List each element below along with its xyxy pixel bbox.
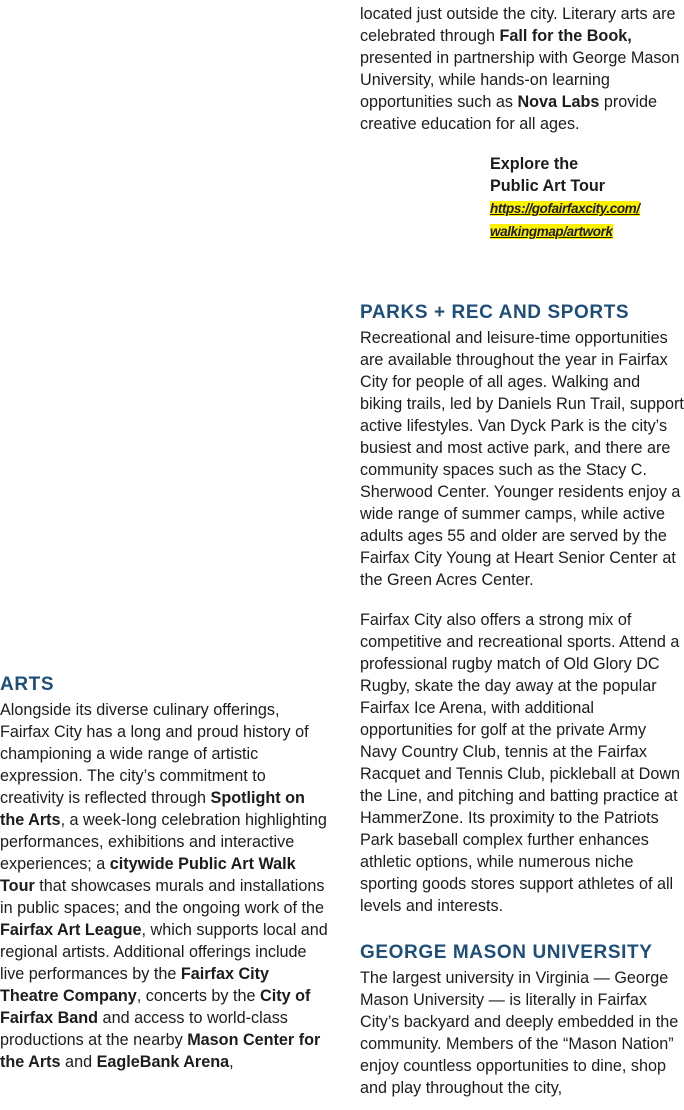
parks-rec-heading: PARKS + REC AND SPORTS — [360, 302, 630, 323]
arts-text: that showcases murals and installations … — [0, 877, 325, 917]
callout-line: Public Art Tour — [490, 177, 606, 195]
spotlight-on-the-arts: Spotlight on the Arts — [0, 789, 305, 829]
arts-text: , — [229, 1053, 234, 1071]
callout-line: Explore the — [490, 155, 579, 173]
arts-text: Alongside its diverse culinary offerings… — [0, 701, 309, 807]
fairfax-city-theatre-company: Fairfax City Theatre Company — [0, 965, 270, 1005]
eaglebank-arena: EagleBank Arena — [96, 1053, 230, 1071]
city-of-fairfax-band: City of Fairfax Band — [0, 987, 311, 1027]
fall-for-the-book: Fall for the Book, — [499, 27, 632, 45]
arts-text: , a week-long celebration highlighting p… — [0, 811, 327, 873]
arts-text: located just outside the city. Literary … — [360, 5, 676, 45]
parks-paragraph-1: Recreational and leisure-time opportunit… — [360, 329, 684, 589]
arts-text: and — [60, 1053, 97, 1071]
arts-paragraph: Alongside its diverse culinary offerings… — [0, 699, 330, 1073]
public-art-callout: Explore the Public Art Tour https://gofa… — [490, 153, 684, 243]
right-column: located just outside the city. Literary … — [360, 3, 684, 1099]
nova-labs: Nova Labs — [517, 93, 600, 111]
arts-text: presented in partnership with George Mas… — [360, 49, 680, 111]
art-tour-link-continued[interactable]: walkingmap/artwork — [490, 224, 613, 239]
public-art-walk-tour: citywide Public Art Walk Tour — [0, 855, 296, 895]
mason-center-for-the-arts: Mason Center for the Arts — [0, 1031, 321, 1071]
parks-paragraph-2: Fairfax City also offers a strong mix of… — [360, 611, 681, 915]
left-column: ARTS Alongside its diverse culinary offe… — [0, 671, 330, 1073]
arts-text: , concerts by the — [136, 987, 260, 1005]
arts-heading: ARTS — [0, 674, 55, 695]
gmu-heading: GEORGE MASON UNIVERSITY — [360, 942, 653, 963]
arts-text: , which supports local and regional arti… — [0, 921, 328, 983]
art-tour-link[interactable]: https://gofairfaxcity.com/ — [490, 201, 640, 216]
gmu-paragraph: The largest university in Virginia — Geo… — [360, 969, 679, 1097]
arts-text: and access to world-class productions at… — [0, 1009, 288, 1049]
arts-text: provide creative education for all ages. — [360, 93, 657, 133]
fairfax-art-league: Fairfax Art League — [0, 921, 142, 939]
arts-continuation: located just outside the city. Literary … — [360, 3, 684, 135]
